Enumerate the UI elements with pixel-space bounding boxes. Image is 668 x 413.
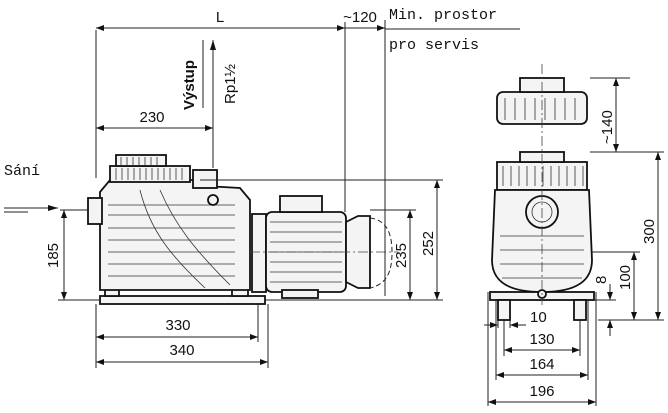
motor-fins <box>270 221 342 283</box>
motor-flange <box>251 213 267 293</box>
strainer-lid-top <box>115 154 167 167</box>
housing-ribs <box>108 189 235 289</box>
dim-300: 300 <box>641 219 658 244</box>
dim-130: 130 <box>529 331 554 348</box>
dim-230: 230 <box>139 109 164 126</box>
pump-front-view <box>489 64 595 321</box>
front-view-dimensions: ~140 300 100 8 10 130 <box>484 77 664 406</box>
dim-140: ~140 <box>599 110 616 144</box>
terminal-box <box>279 195 323 213</box>
front-foot-left <box>497 299 511 321</box>
motor-foot <box>281 289 319 299</box>
outlet-label: Výstup <box>181 60 198 110</box>
outlet-port <box>192 169 218 189</box>
dim-252: 252 <box>420 231 437 256</box>
dim-164: 164 <box>529 356 554 373</box>
dim-100: 100 <box>617 265 634 290</box>
dim-L: L <box>216 9 224 26</box>
suction-label: Sání <box>4 163 40 180</box>
dim-185: 185 <box>45 243 62 268</box>
outlet-label-group: Výstup <box>181 60 198 110</box>
drain-plug <box>207 194 219 206</box>
lid-removed-ribs <box>504 98 576 120</box>
front-foot-right <box>573 299 587 321</box>
suction-port <box>87 197 103 225</box>
min-space-label-2: pro servis <box>389 37 479 54</box>
dim-196: 196 <box>529 383 554 400</box>
dim-10: 10 <box>530 309 547 326</box>
pump-housing <box>99 179 251 291</box>
dim-235: 235 <box>393 243 410 268</box>
pump-side-view <box>87 154 398 305</box>
front-lid-knurling <box>502 166 584 186</box>
dim-clearance: ~120 <box>343 9 377 26</box>
outlet-arrow-icon <box>210 40 216 50</box>
outlet-thread: Rp1½ <box>222 63 239 104</box>
min-space-label-1: Min. prostor <box>389 7 497 24</box>
side-view-dimensions: L ~120 Min. prostor pro servis Výstup Rp… <box>4 7 520 368</box>
outlet-thread-group: Rp1½ <box>222 63 239 104</box>
service-clearance-outline <box>369 217 393 289</box>
dim-340: 340 <box>169 342 194 359</box>
base-plate <box>99 295 266 305</box>
lid-knurling <box>115 157 183 180</box>
dim-330: 330 <box>165 317 190 334</box>
dim-8: 8 <box>593 276 610 284</box>
suction-arrow-icon <box>48 205 58 211</box>
